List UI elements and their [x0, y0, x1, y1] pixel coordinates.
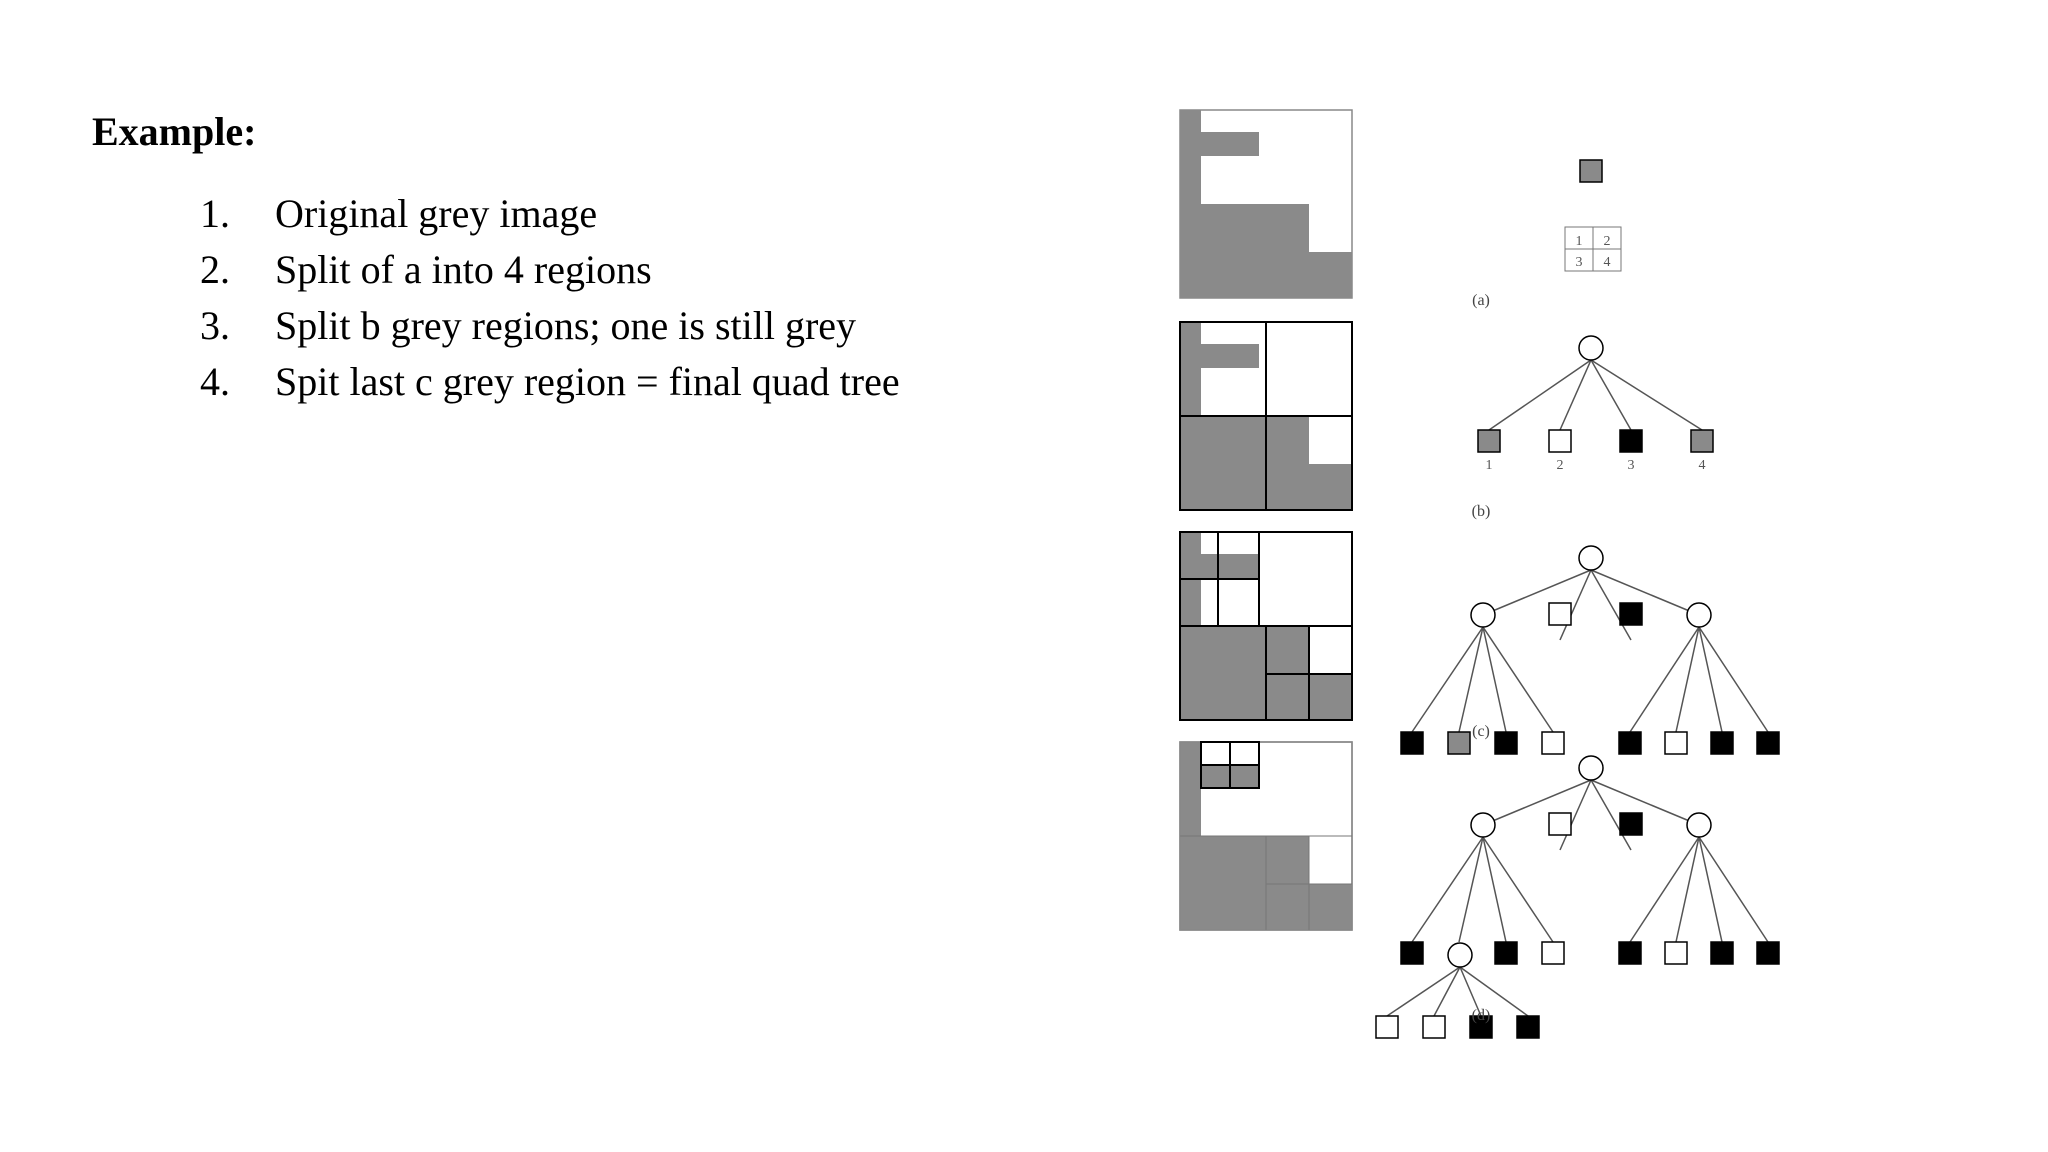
leaf-number: 1	[1486, 458, 1493, 473]
leaf-black	[1756, 731, 1780, 755]
leaf-black	[1400, 731, 1424, 755]
tree-internal-node	[1470, 812, 1496, 838]
tree-root-node	[1578, 755, 1604, 781]
leaf-white	[1375, 1015, 1399, 1039]
leaf-white	[1541, 731, 1565, 755]
quadtree-figure: 1 2 3 4 1 2 3 4 (a) (b) (c) (d)	[1130, 60, 1870, 1060]
step-text: Split b grey regions; one is still grey	[275, 303, 857, 348]
leaf-black	[1710, 731, 1734, 755]
example-heading: Example:	[92, 109, 257, 154]
leaf-black	[1494, 941, 1518, 965]
leaf-black	[1619, 812, 1643, 836]
tree-root-node	[1578, 335, 1604, 361]
tree-panel-b	[1477, 335, 1714, 453]
leaf-grey	[1690, 429, 1714, 453]
steps-list: 1. Original grey image 2. Split of a into …	[200, 186, 900, 410]
list-item: 2. Split of a into 4 regions	[200, 242, 900, 298]
quadrant-number: 4	[1604, 255, 1611, 270]
leaf-black	[1619, 429, 1643, 453]
leaf-black	[1400, 941, 1424, 965]
leaf-white	[1422, 1015, 1446, 1039]
leaf-number: 3	[1628, 458, 1635, 473]
step-text: Split of a into 4 regions	[275, 247, 652, 292]
leaf-white	[1548, 602, 1572, 626]
leaf-number: 2	[1557, 458, 1564, 473]
quadrant-key	[1564, 226, 1622, 272]
leaf-white	[1541, 941, 1565, 965]
tree-root-node	[1578, 545, 1604, 571]
caption-c: (c)	[1472, 723, 1490, 740]
quadrant-number: 2	[1604, 234, 1611, 249]
quadtree-diagram: 1 2 3 4 1 2 3 4 (a) (b) (c) (d)	[1179, 109, 1780, 1039]
list-item: 3. Split b grey regions; one is still gre…	[200, 298, 900, 354]
tree-internal-node	[1447, 942, 1473, 968]
step-number: 4.	[200, 359, 230, 404]
list-item: 4. Spit last c grey region = final quad t…	[200, 354, 900, 410]
leaf-black	[1469, 1015, 1493, 1039]
leaf-white	[1548, 429, 1572, 453]
leaf-white	[1664, 941, 1688, 965]
root-node-grey	[1579, 159, 1603, 183]
tree-panel-c	[1400, 545, 1780, 755]
leaf-black	[1619, 602, 1643, 626]
tree-internal-node	[1686, 602, 1712, 628]
step-number: 1.	[200, 191, 230, 236]
leaf-grey	[1447, 731, 1471, 755]
caption-b: (b)	[1472, 503, 1491, 520]
caption-d: (d)	[1472, 1007, 1491, 1024]
leaf-black	[1618, 941, 1642, 965]
step-text: Original grey image	[275, 191, 598, 236]
step-number: 3.	[200, 303, 230, 348]
list-item: 1. Original grey image	[200, 186, 900, 242]
leaf-grey	[1477, 429, 1501, 453]
leaf-black	[1516, 1015, 1540, 1039]
tree-panel-d	[1375, 755, 1780, 1039]
caption-a: (a)	[1472, 292, 1490, 309]
image-panel-d	[1179, 741, 1353, 931]
leaf-number: 4	[1699, 458, 1706, 473]
step-text: Spit last c grey region = final quad tre…	[275, 359, 900, 404]
quadrant-number: 3	[1576, 255, 1583, 270]
tree-internal-node	[1470, 602, 1496, 628]
tree-internal-node	[1686, 812, 1712, 838]
quadrant-number: 1	[1576, 234, 1583, 249]
leaf-white	[1664, 731, 1688, 755]
leaf-black	[1756, 941, 1780, 965]
leaf-black	[1618, 731, 1642, 755]
leaf-black	[1494, 731, 1518, 755]
image-panel-a	[1179, 109, 1353, 299]
leaf-white	[1548, 812, 1572, 836]
step-number: 2.	[200, 247, 230, 292]
leaf-black	[1710, 941, 1734, 965]
tree-panel-a	[1564, 159, 1622, 272]
image-panel-b	[1179, 321, 1353, 511]
image-panel-c	[1179, 531, 1353, 721]
